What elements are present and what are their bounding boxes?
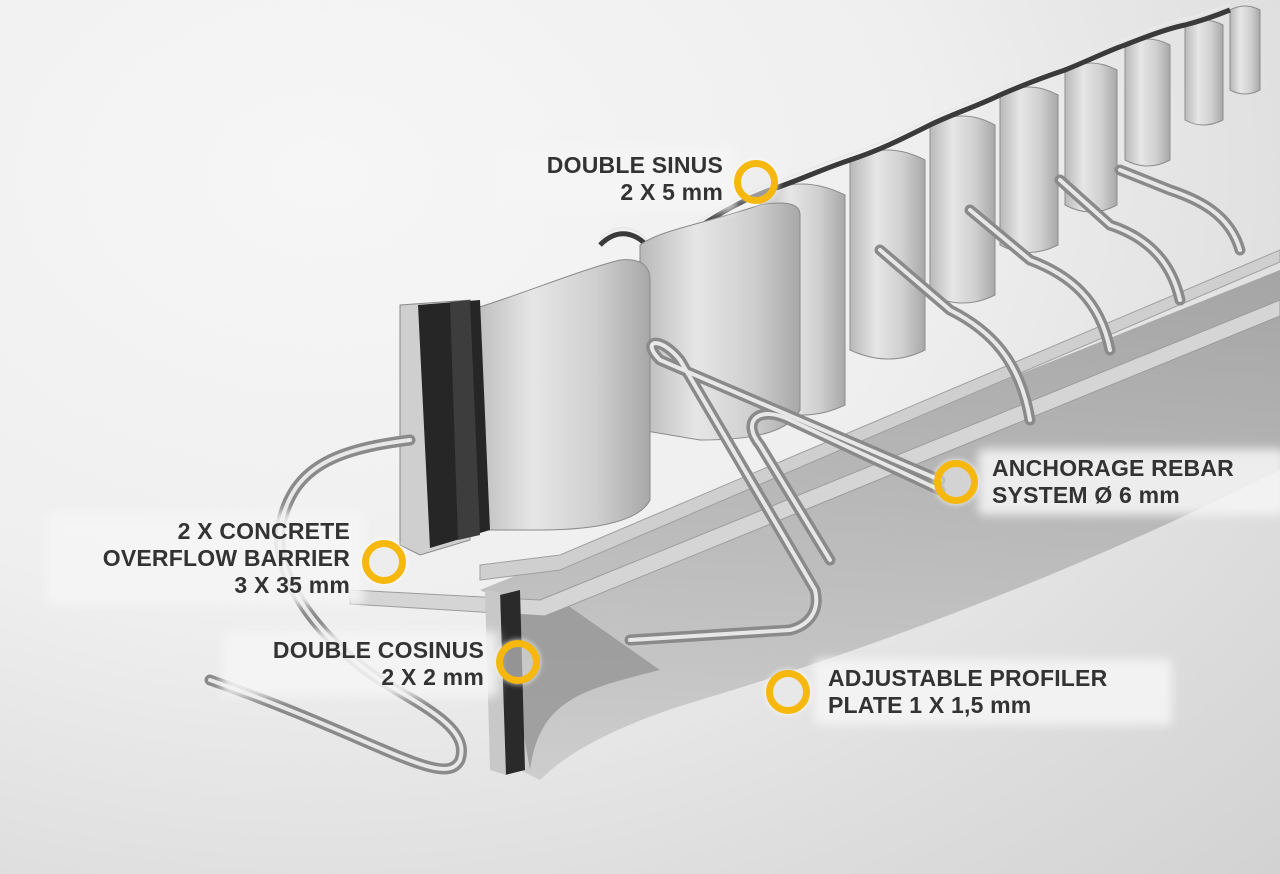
- callout-anchorage-rebar: ANCHORAGE REBAR SYSTEM Ø 6 mm: [978, 449, 1280, 515]
- callout-title: OVERFLOW BARRIER: [102, 545, 350, 571]
- callout-dimension: 3 X 35 mm: [234, 572, 350, 598]
- callout-title: 2 X CONCRETE: [177, 518, 350, 544]
- callout-title: ADJUSTABLE PROFILER: [828, 665, 1108, 691]
- callout-dimension: SYSTEM Ø 6 mm: [992, 482, 1180, 508]
- callout-adjustable-profiler-plate: ADJUSTABLE PROFILER PLATE 1 X 1,5 mm: [814, 659, 1172, 725]
- marker-ring-icon: [496, 640, 540, 684]
- callout-dimension: 2 X 2 mm: [381, 664, 484, 690]
- callout-concrete-overflow-barrier: 2 X CONCRETE OVERFLOW BARRIER 3 X 35 mm: [46, 512, 364, 605]
- callout-title: ANCHORAGE REBAR: [992, 455, 1234, 481]
- callout-double-sinus: DOUBLE SINUS 2 X 5 mm: [491, 146, 737, 212]
- marker-ring-icon: [362, 540, 406, 584]
- callout-title: DOUBLE COSINUS: [272, 637, 484, 663]
- callout-double-cosinus: DOUBLE COSINUS 2 X 2 mm: [222, 631, 498, 697]
- marker-ring-icon: [734, 160, 778, 204]
- callout-dimension: 2 X 5 mm: [620, 179, 723, 205]
- callout-dimension: PLATE 1 X 1,5 mm: [828, 692, 1032, 718]
- marker-ring-icon: [934, 460, 978, 504]
- callout-title: DOUBLE SINUS: [546, 152, 723, 178]
- front-fins: [399, 202, 801, 556]
- marker-ring-icon: [766, 670, 810, 714]
